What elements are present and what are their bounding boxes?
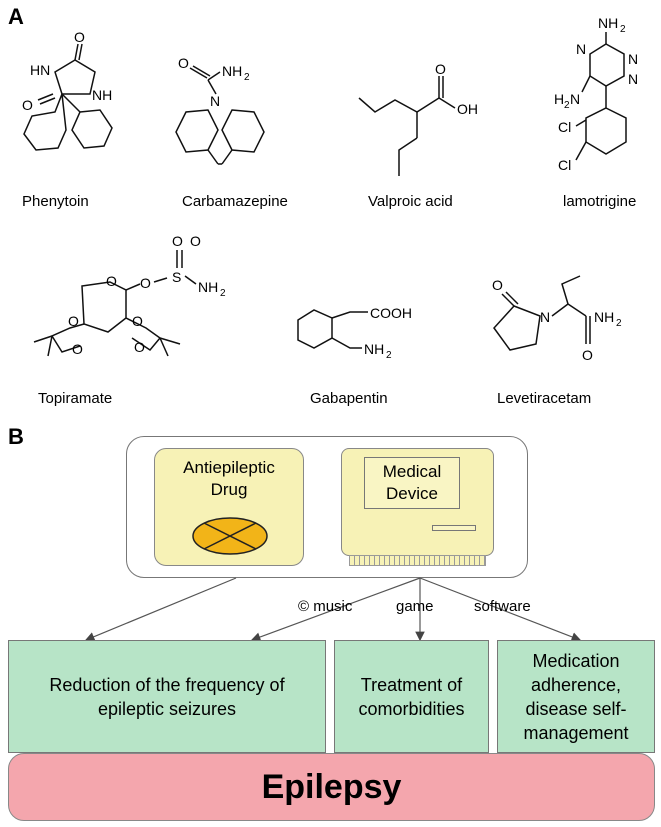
- drug-label-levetiracetam: Levetiracetam: [497, 390, 592, 407]
- svg-text:O: O: [190, 233, 201, 249]
- svg-text:NH: NH: [222, 63, 242, 79]
- valproic-acid-structure: O OH: [358, 61, 478, 176]
- arrow-drug-to-seizures: [84, 577, 237, 642]
- drug-label-topiramate: Topiramate: [38, 390, 113, 407]
- antiepileptic-drug-box: Antiepileptic Drug: [154, 448, 304, 566]
- device-box-line2: Device: [386, 484, 438, 503]
- svg-text:N: N: [570, 91, 580, 107]
- outcome-comorbidities-line1: Treatment of: [360, 674, 463, 695]
- device-screen: Medical Device: [364, 457, 460, 509]
- svg-text:2: 2: [564, 100, 570, 111]
- svg-text:Cl: Cl: [558, 119, 571, 135]
- device-slot: [432, 525, 476, 531]
- pill-icon: [192, 517, 268, 555]
- svg-text:Cl: Cl: [558, 157, 571, 173]
- svg-text:N: N: [210, 93, 220, 109]
- device-box-line1: Medical: [382, 462, 442, 481]
- svg-text:OH: OH: [457, 101, 478, 117]
- svg-text:2: 2: [244, 72, 250, 83]
- svg-text:O: O: [74, 29, 85, 45]
- drug-label-carbamazepine: Carbamazepine: [182, 193, 288, 210]
- svg-text:O: O: [178, 55, 189, 71]
- svg-text:2: 2: [220, 288, 226, 299]
- arrow-device-to-adherence: [419, 577, 582, 642]
- svg-text:O: O: [68, 313, 79, 329]
- svg-text:HN: HN: [30, 62, 50, 78]
- drug-box-line2: Drug: [210, 480, 248, 499]
- drug-label-valproic-acid: Valproic acid: [368, 193, 453, 210]
- svg-text:O: O: [582, 347, 593, 363]
- outcome-adherence-line3: disease self-: [525, 698, 627, 719]
- outcome-seizure-line1: Reduction of the frequency of: [49, 674, 285, 695]
- svg-text:2: 2: [386, 350, 392, 361]
- svg-text:2: 2: [616, 318, 622, 329]
- device-pins: [349, 555, 486, 566]
- svg-text:O: O: [22, 97, 33, 113]
- svg-text:NH: NH: [92, 87, 112, 103]
- outcome-adherence-line2: adherence,: [530, 674, 622, 695]
- outcome-comorbidities-line2: comorbidities: [358, 698, 465, 719]
- svg-text:O: O: [172, 233, 183, 249]
- svg-text:NH: NH: [598, 15, 618, 31]
- svg-text:O: O: [106, 273, 117, 289]
- outcome-adherence-line1: Medication: [532, 650, 620, 671]
- svg-text:2: 2: [620, 24, 626, 35]
- outcome-seizure-line2: epileptic seizures: [97, 698, 237, 719]
- phenytoin-structure: O HN NH O: [22, 29, 113, 151]
- panel-b-letter: B: [8, 424, 24, 449]
- drug-label-lamotrigine: lamotrigine: [563, 193, 637, 210]
- channel-label-music: © music: [298, 598, 353, 615]
- svg-text:N: N: [540, 309, 550, 325]
- svg-text:N: N: [628, 71, 638, 87]
- drug-box-line1: Antiepileptic: [183, 458, 275, 477]
- outcome-seizure-reduction: Reduction of the frequency of epileptic …: [8, 640, 326, 753]
- svg-text:O: O: [72, 341, 83, 357]
- svg-text:N: N: [628, 51, 638, 67]
- channel-label-game: game: [396, 598, 434, 615]
- svg-text:O: O: [140, 275, 151, 291]
- medical-device-box: Medical Device: [341, 448, 494, 556]
- outcome-adherence: Medication adherence, disease self- mana…: [497, 640, 655, 753]
- svg-text:NH: NH: [198, 279, 218, 295]
- svg-text:H: H: [554, 91, 564, 107]
- outcome-comorbidities: Treatment of comorbidities: [334, 640, 489, 753]
- svg-text:O: O: [134, 339, 145, 355]
- outcome-adherence-line4: management: [523, 722, 629, 743]
- svg-text:O: O: [492, 277, 503, 293]
- drug-label-phenytoin: Phenytoin: [22, 193, 89, 210]
- svg-text:COOH: COOH: [370, 305, 412, 321]
- drug-label-gabapentin: Gabapentin: [310, 390, 388, 407]
- svg-text:O: O: [132, 313, 143, 329]
- svg-text:S: S: [172, 269, 181, 285]
- svg-text:O: O: [435, 61, 446, 77]
- arrow-device-to-seizures: [250, 577, 421, 642]
- panel-a-letter: A: [8, 4, 24, 29]
- epilepsy-label: Epilepsy: [261, 767, 402, 806]
- svg-text:N: N: [576, 41, 586, 57]
- epilepsy-base: Epilepsy: [8, 753, 655, 821]
- svg-text:NH: NH: [594, 309, 614, 325]
- svg-text:NH: NH: [364, 341, 384, 357]
- channel-label-software: software: [474, 598, 531, 615]
